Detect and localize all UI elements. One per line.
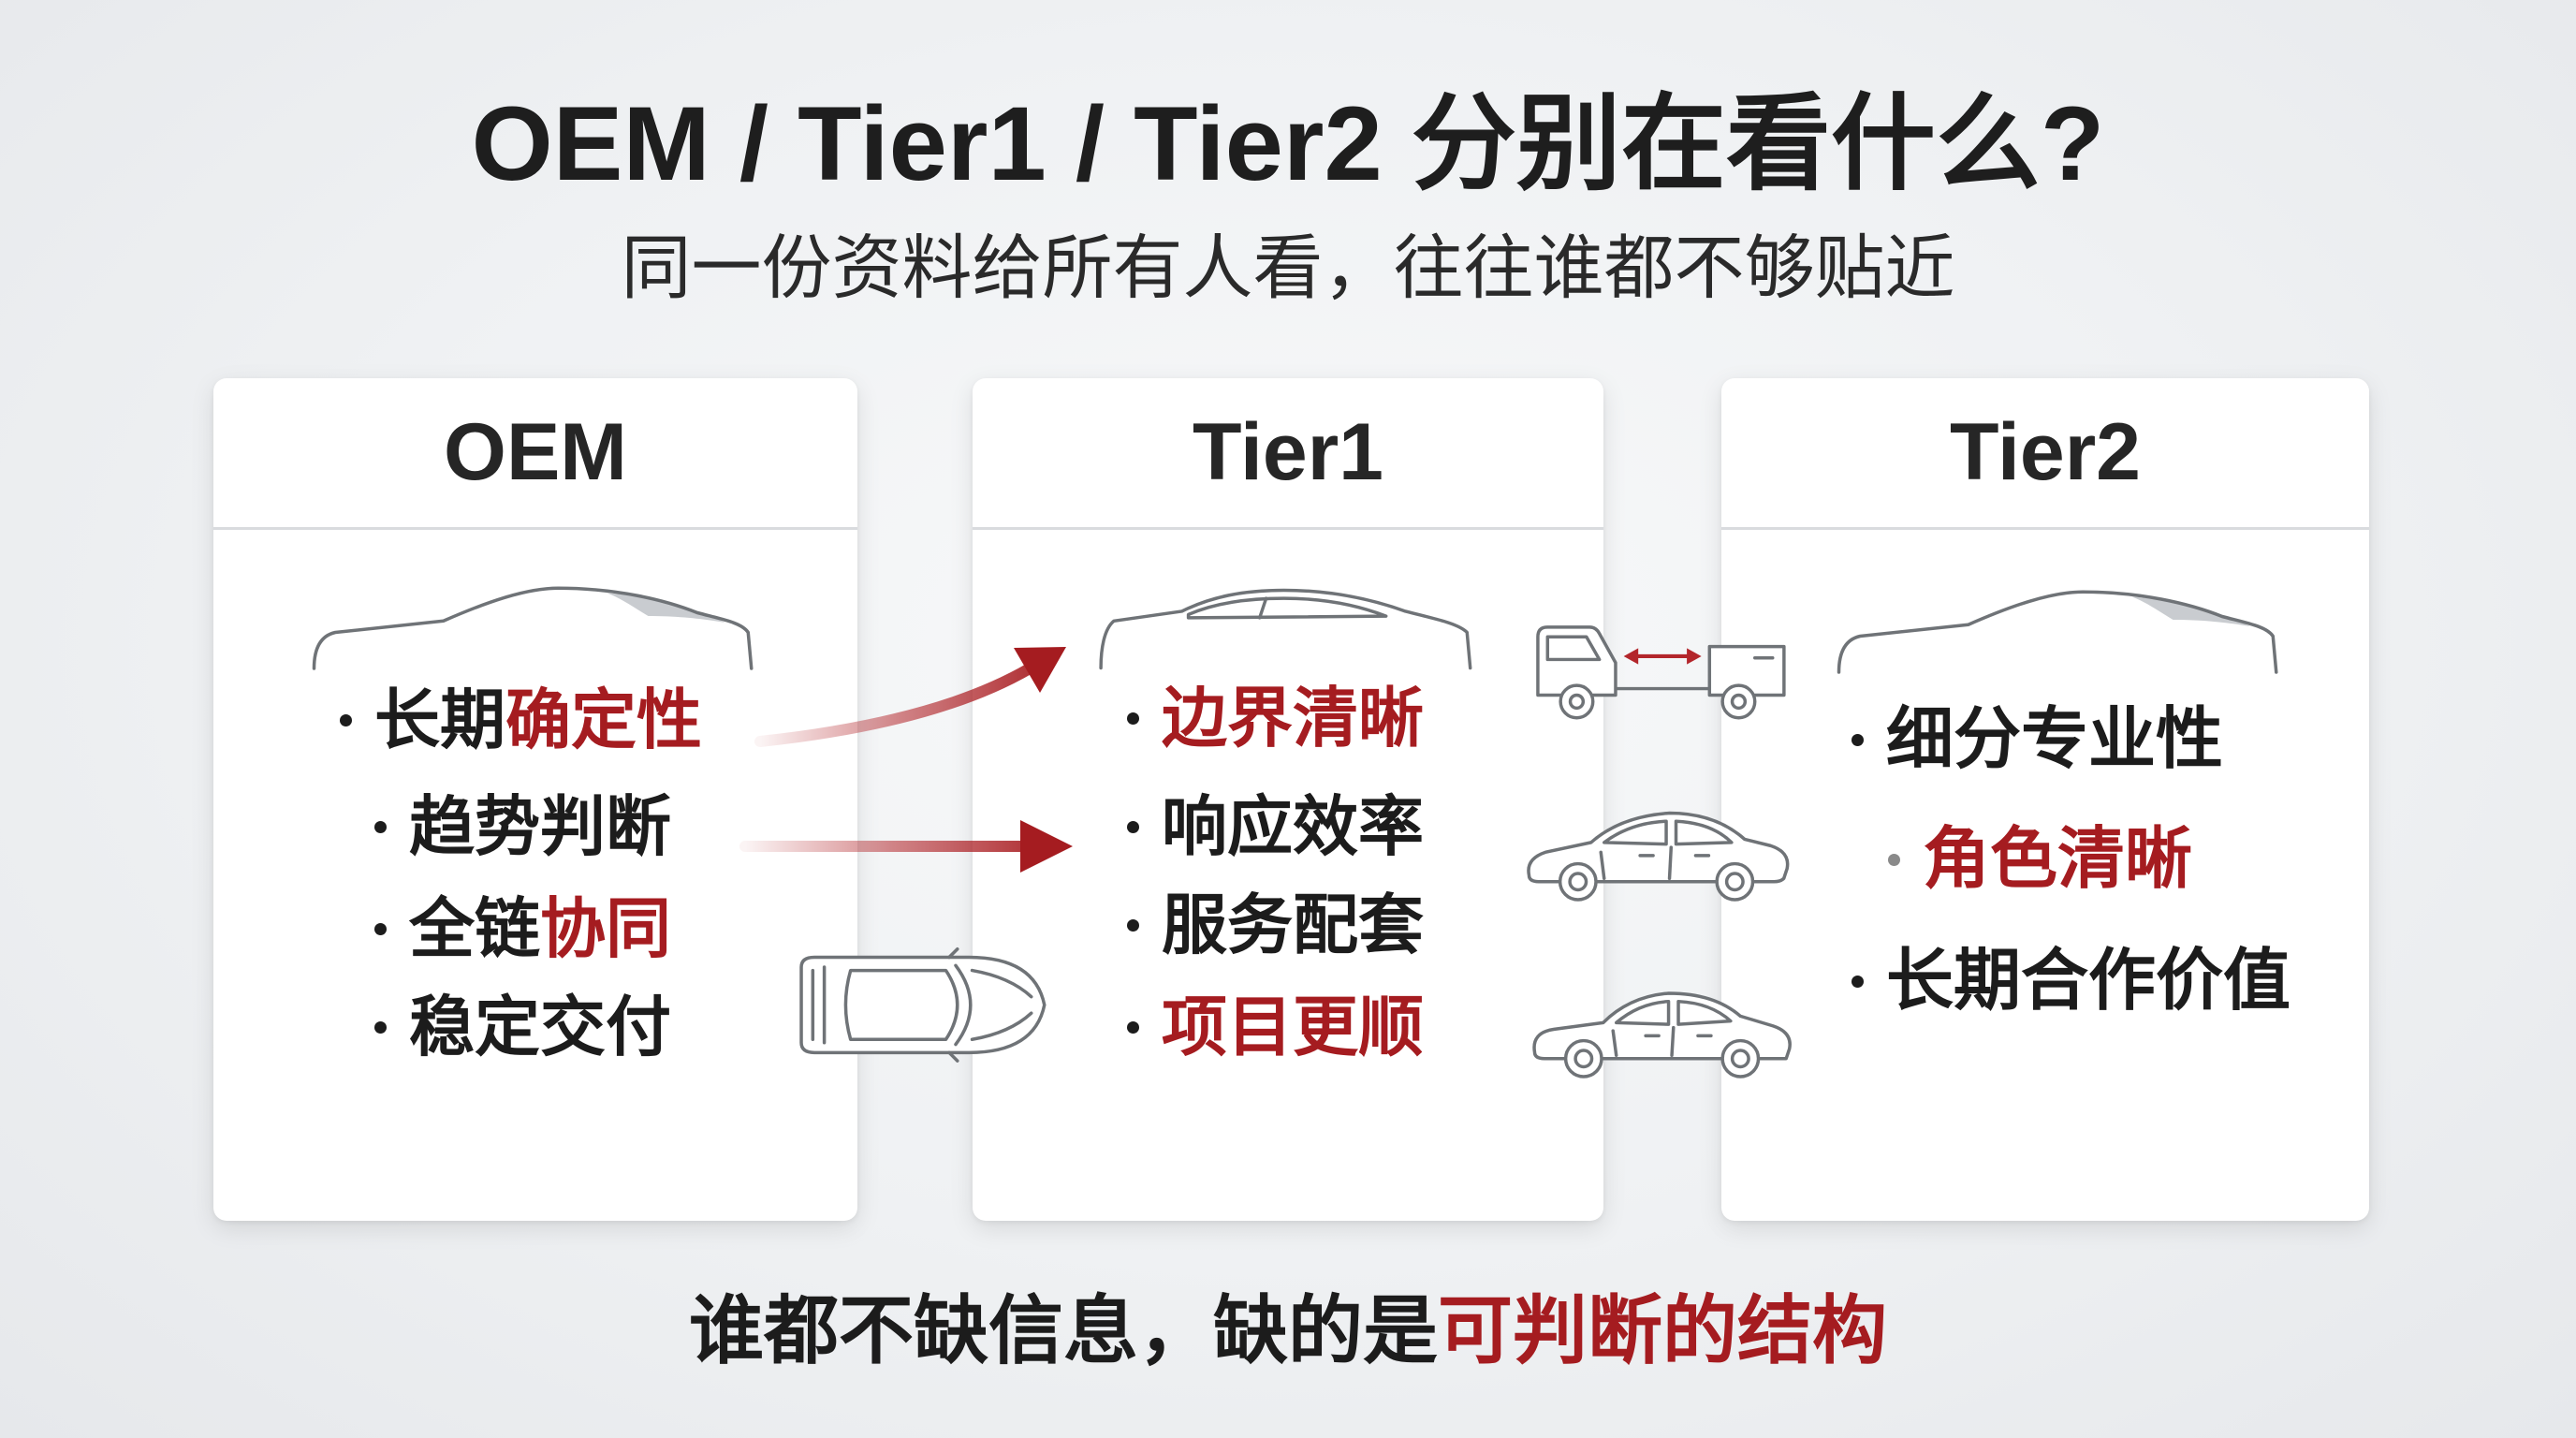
item-text: 细分专业性 (1886, 702, 2224, 777)
item-highlight: 确定性 (505, 683, 702, 756)
footer-conclusion: 谁都不缺信息，缺的是可判断的结构 (0, 1292, 2576, 1371)
car-silhouette-icon (1099, 588, 1472, 670)
bullet-dot (374, 1020, 387, 1034)
item-highlight: 项目更顺 (1162, 990, 1424, 1064)
item-text: 稳定交付 (409, 990, 671, 1064)
bullet-item: 长期合作价值 (1852, 947, 2291, 1015)
item-text: 长期合作价值 (1886, 944, 2291, 1019)
bullet-item: 响应效率 (1127, 794, 1424, 859)
bullet-dot (1127, 1020, 1139, 1034)
bullet-dot (1127, 918, 1139, 932)
item-text: 趋势判断 (409, 790, 671, 863)
card-title: OEM (444, 407, 627, 497)
bullet-dot (374, 922, 387, 935)
bullet-item: 趋势判断 (374, 794, 671, 859)
item-highlight: 角色清晰 (1923, 822, 2193, 897)
bullet-dot (1127, 712, 1139, 725)
page-subtitle: 同一份资料给所有人看，往往谁都不够贴近 (621, 228, 1955, 307)
car-silhouette-icon (1837, 590, 2278, 674)
card-header: Tier2 (1721, 378, 2369, 530)
bullet-item: 长期确定性 (340, 687, 702, 753)
bullet-dot (1127, 820, 1139, 833)
bullet-dot (1852, 733, 1864, 746)
bullet-dot (1888, 853, 1900, 866)
bullet-item: 边界清晰 (1127, 685, 1424, 751)
bullet-item: 项目更顺 (1127, 994, 1424, 1060)
card-header: Tier1 (973, 378, 1603, 530)
item-text: 长期 (374, 683, 505, 756)
footer-text: 谁都不缺信息，缺的是 (689, 1289, 1438, 1372)
bullet-dot (1852, 975, 1864, 988)
double-arrow-icon (1623, 648, 1702, 665)
card-tier2: Tier2 细分专业性 角色清晰 长期合作价值 (1721, 378, 2369, 1221)
bullet-item: 稳定交付 (374, 994, 671, 1060)
car-window (1602, 819, 1668, 846)
item-highlight: 协同 (540, 892, 671, 965)
card-header: OEM (213, 378, 857, 530)
bullet-item: 全链协同 (374, 896, 671, 961)
card-title: Tier2 (1950, 407, 2141, 497)
card-tier1: Tier1 边界清晰 响应效率 服务配套 项目更顺 (973, 378, 1603, 1221)
item-text: 全链 (409, 892, 540, 965)
item-text: 响应效率 (1162, 790, 1424, 863)
bullet-dot (374, 820, 387, 833)
bullet-item: 服务配套 (1127, 892, 1424, 958)
item-text: 服务配套 (1162, 888, 1424, 961)
car-silhouette-icon (312, 586, 754, 670)
page-title: OEM / Tier1 / Tier2 分别在看什么? (471, 85, 2105, 202)
footer-highlight: 可判断的结构 (1438, 1289, 1887, 1372)
bullet-item: 角色清晰 (1888, 826, 2192, 893)
item-highlight: 边界清晰 (1162, 682, 1424, 755)
card-title: Tier1 (1193, 407, 1383, 497)
bullet-item: 细分专业性 (1852, 706, 2223, 773)
bullet-dot (340, 713, 352, 726)
car-window (1614, 999, 1671, 1026)
car-cabin (843, 968, 959, 1042)
card-oem: OEM 长期确定性 趋势判断 全链协同 稳定交付 (213, 378, 857, 1221)
